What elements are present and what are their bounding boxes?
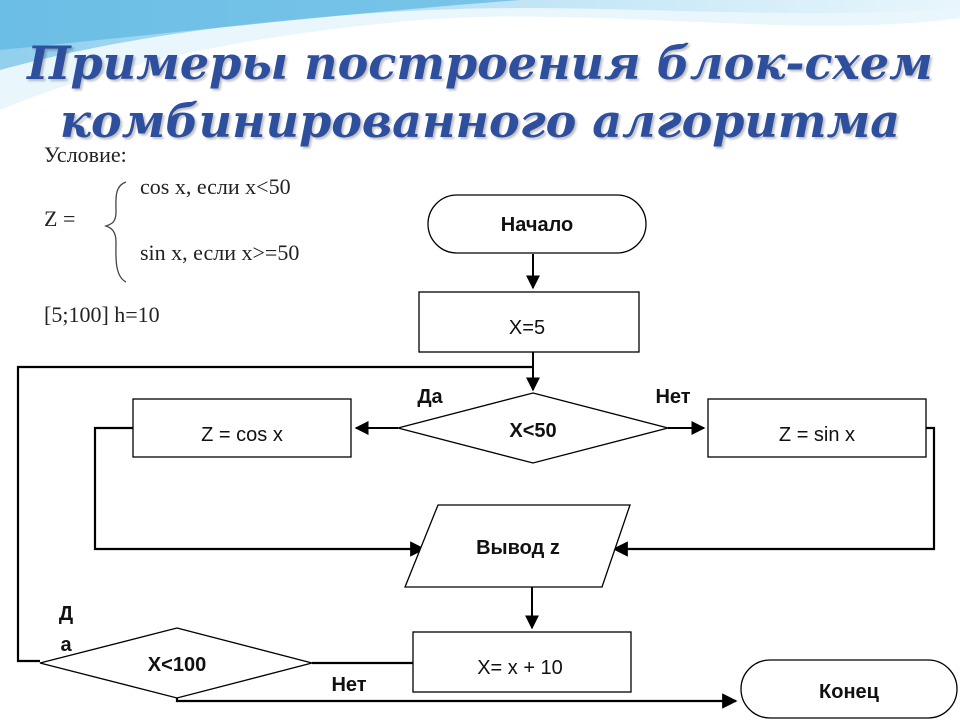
end-label: Конец: [819, 681, 880, 703]
condition-brace: [103, 181, 127, 283]
decision1-label: X<50: [509, 420, 556, 442]
yes1-label: Да: [417, 386, 443, 408]
yes2-label-line1: Д: [59, 603, 73, 625]
init-label: X=5: [509, 317, 545, 339]
start-terminal: [427, 194, 647, 254]
condition-sin-case: sin x, если x>=50: [140, 240, 300, 265]
process-sin-label: Z = sin x: [779, 424, 855, 446]
decision2-label: X<100: [148, 654, 206, 676]
increment-process: [412, 631, 632, 693]
loop-back-connector: [16, 365, 533, 663]
process-cos: [132, 398, 352, 458]
condition-cos-case: cos x, если x<50: [140, 174, 291, 199]
title-line-2: комбинированного алгоритма: [59, 94, 901, 148]
z-equals-label: Z =: [44, 206, 76, 231]
init-process: [418, 291, 640, 353]
end-terminal: [740, 659, 958, 719]
yes2-label-line2: а: [60, 634, 72, 656]
condition-label: Условие:: [44, 142, 127, 167]
output-label: Вывод z: [476, 537, 560, 559]
decision-x-lt-50: [395, 392, 671, 464]
process-cos-label: Z = cos x: [201, 424, 283, 446]
output-io: [404, 504, 631, 588]
header-waves: [0, 0, 960, 110]
no2-label: Нет: [331, 674, 366, 696]
title-line-1: Примеры построения блок-схем: [27, 36, 933, 90]
no1-label: Нет: [655, 386, 690, 408]
start-label: Начало: [501, 214, 573, 236]
increment-label: X= x + 10: [477, 657, 563, 679]
range-label: [5;100] h=10: [44, 302, 160, 327]
